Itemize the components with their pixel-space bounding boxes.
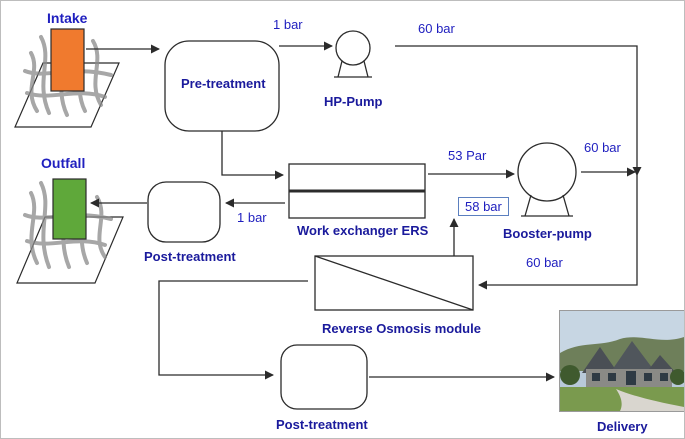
post-treatment-box-2 (280, 344, 368, 410)
pressure-1bar-mid: 1 bar (237, 210, 267, 225)
ro-module-label: Reverse Osmosis module (322, 321, 481, 336)
work-exchanger-box (288, 163, 426, 219)
pre-treatment-label: Pre-treatment (181, 76, 266, 91)
pressure-58bar-box: 58 bar (458, 197, 509, 216)
pressure-53par: 53 Par (448, 148, 487, 163)
flow-lines (86, 41, 642, 382)
pressure-60bar-ro: 60 bar (526, 255, 563, 270)
delivery-label: Delivery (597, 419, 648, 434)
flow-pretreatment-to-ers (221, 131, 284, 180)
hp-pump-label: HP-Pump (324, 94, 383, 109)
delivery-house-image (559, 310, 684, 412)
flow-junction-to-ro (478, 175, 638, 290)
ro-module-box (314, 255, 474, 311)
post-treatment-label-1: Post-treatment (144, 249, 236, 264)
outfall-water-texture (16, 181, 124, 284)
flow-hppump-to-junction (395, 45, 642, 176)
pressure-60bar-booster: 60 bar (584, 140, 621, 155)
outfall-tank (52, 178, 87, 240)
booster-pump-symbol (517, 142, 577, 217)
booster-pump-label: Booster-pump (503, 226, 592, 241)
post-treatment-box-1 (147, 181, 221, 243)
pressure-60bar-top: 60 bar (418, 21, 455, 36)
intake-tank (50, 28, 85, 92)
intake-label: Intake (47, 10, 88, 26)
pressure-1bar-top: 1 bar (273, 17, 303, 32)
flow-ro-permeate-to-posttreatment (158, 280, 308, 380)
work-exchanger-label: Work exchanger ERS (297, 223, 429, 238)
hp-pump-symbol (334, 30, 372, 78)
post-treatment-label-2: Post-treatment (276, 417, 368, 432)
outfall-label: Outfall (41, 155, 86, 171)
